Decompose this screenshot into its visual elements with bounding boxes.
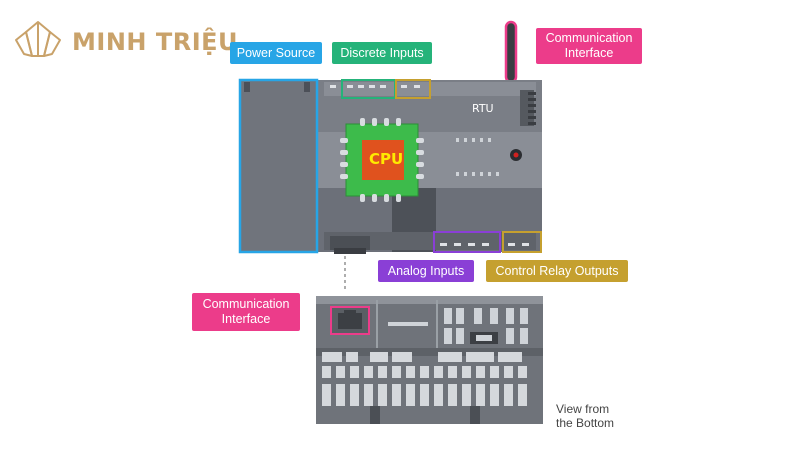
label-control-relay-outputs: Control Relay Outputs <box>486 260 628 282</box>
label-communication-interface-top: Communication Interface <box>536 28 642 64</box>
view-from-bottom-caption: View from the Bottom <box>556 402 615 430</box>
top-outputs-terminals <box>395 79 431 99</box>
label-communication-interface-bottom: Communication Interface <box>192 293 300 331</box>
brand-logo-icon <box>15 21 61 57</box>
label-discrete-inputs: Discrete Inputs <box>332 42 432 64</box>
cpu-label: CPU <box>369 150 404 168</box>
relay-outputs-terminals <box>502 231 542 253</box>
label-analog-inputs: Analog Inputs <box>378 260 474 282</box>
cpu-chip <box>362 140 404 180</box>
power-source-module <box>238 78 319 254</box>
brand-name: MINH TRIỆU <box>72 28 239 56</box>
analog-inputs-terminals <box>433 231 501 253</box>
label-power-source: Power Source <box>230 42 322 64</box>
rtu-label: RTU <box>472 102 494 115</box>
